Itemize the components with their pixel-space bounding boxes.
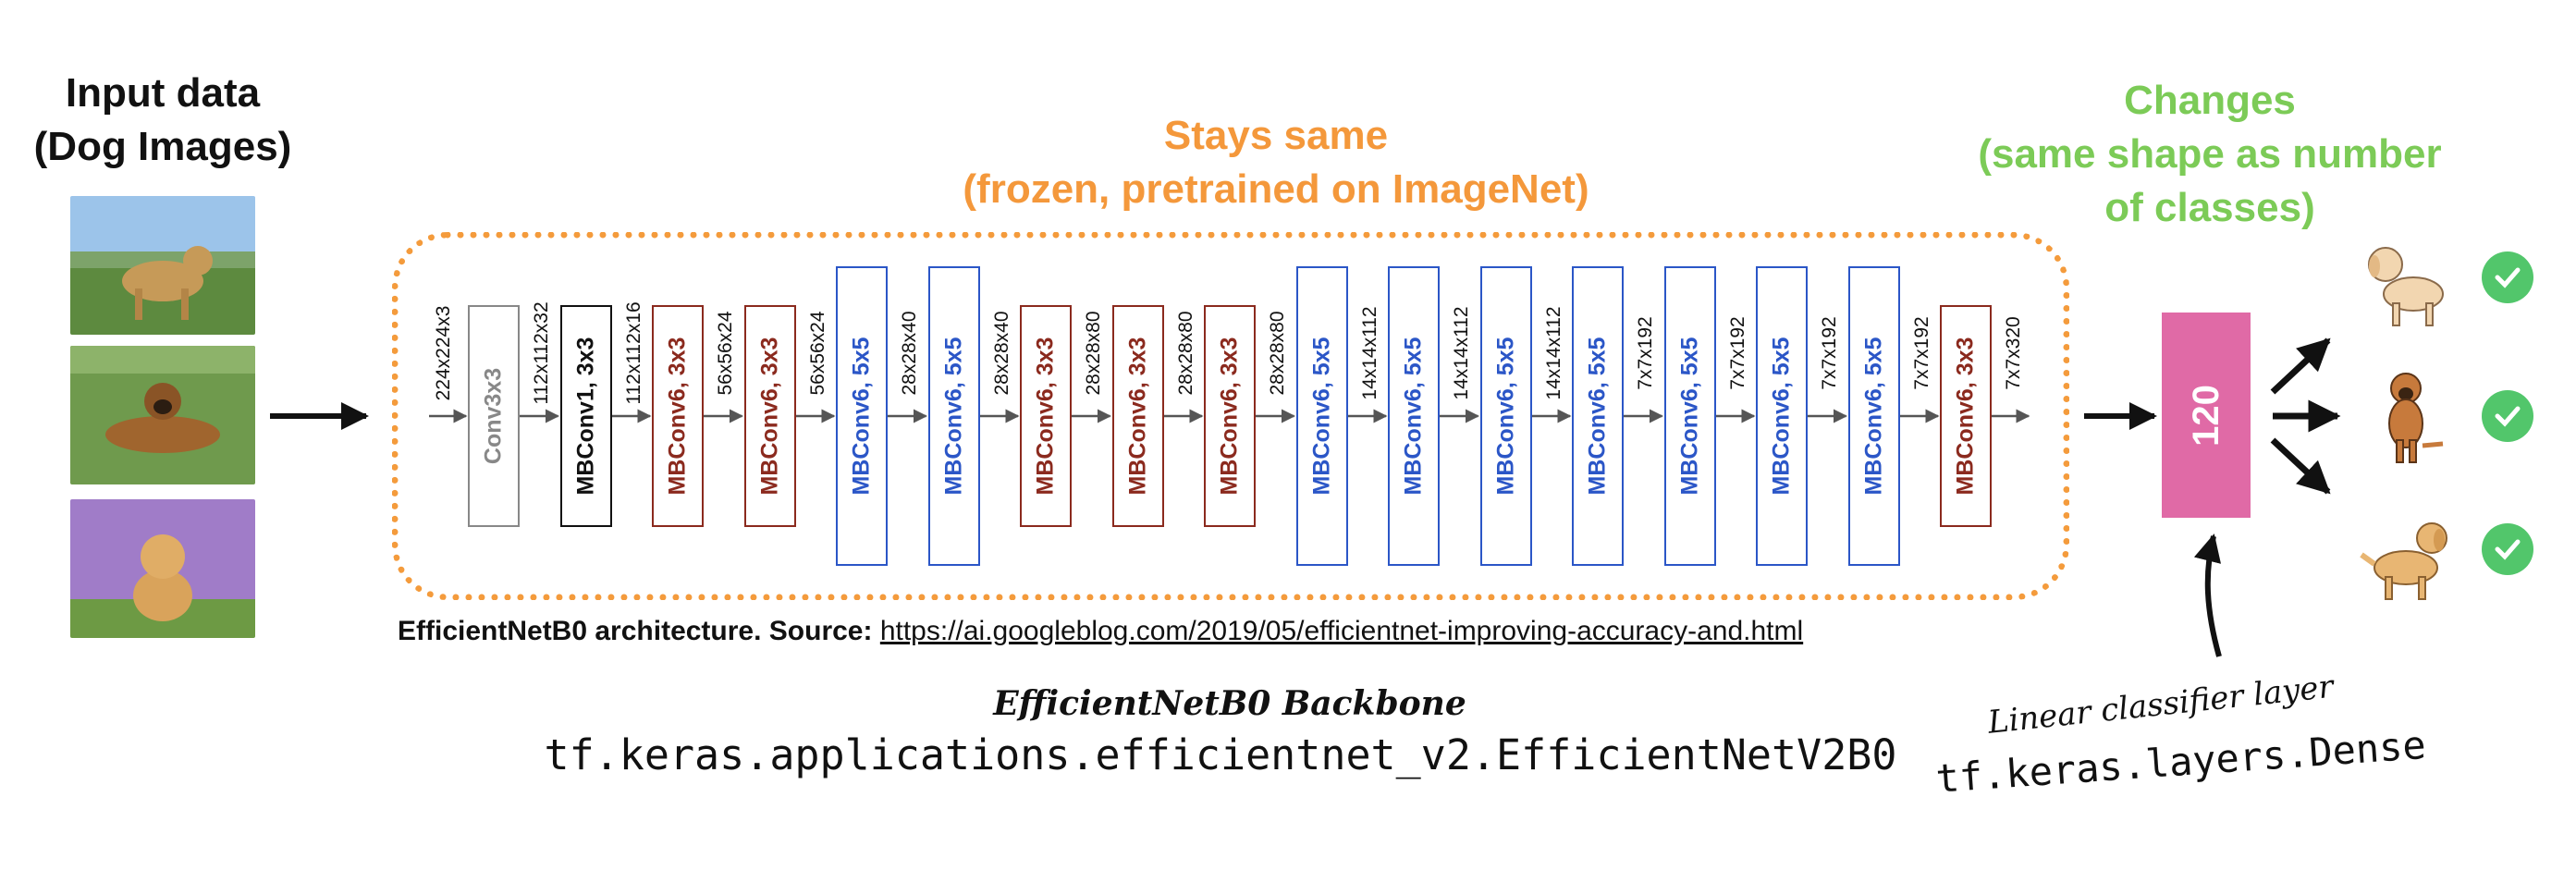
output-dim-label: 56x56x24 (715, 311, 736, 396)
layer-label: MBConv6, 3x3 (1032, 337, 1059, 496)
output-dim-label: 14x14x112 (1358, 306, 1380, 400)
output-dim-label: 7x7x192 (1726, 316, 1748, 390)
dog-illustration-icon (2365, 366, 2458, 468)
layer-label: MBConv6, 5x5 (1860, 337, 1886, 496)
layer-block: MBConv6, 3x3 (1020, 305, 1072, 527)
layer-block: MBConv6, 5x5 (1295, 266, 1348, 566)
source-link[interactable]: https://ai.googleblog.com/2019/05/effici… (879, 616, 1804, 646)
changes-title-line3: of classes) (2104, 185, 2315, 230)
dog-photo-1 (70, 196, 255, 335)
output-dim-label: 14x14x112 (1542, 306, 1564, 400)
dog-illustration-icon (2360, 229, 2452, 331)
layer-label: MBConv6, 3x3 (664, 337, 691, 496)
changes-title-line2: (same shape as number (1978, 131, 2442, 177)
output-dim-label: 7x7x192 (1635, 316, 1656, 390)
dense-units-value: 120 (2185, 384, 2226, 447)
stays-same-title: Stays same (frozen, pretrained on ImageN… (814, 109, 1738, 216)
layer-block: MBConv6, 3x3 (743, 305, 796, 527)
output-dim-label: 112x112x32 (531, 301, 552, 405)
layer-block: MBConv6, 5x5 (1572, 266, 1624, 566)
layer-block: MBConv6, 3x3 (652, 305, 704, 527)
dog-photo-2 (70, 346, 255, 484)
layer-block: MBConv6, 3x3 (1111, 305, 1164, 527)
layer-block: MBConv1, 3x3 (559, 305, 612, 527)
layer-block: MBConv6, 5x5 (1663, 266, 1716, 566)
layer-label: MBConv6, 3x3 (1952, 337, 1979, 496)
layer-label: MBConv6, 5x5 (1492, 337, 1518, 496)
stays-title-line2: (frozen, pretrained on ImageNet) (963, 166, 1589, 212)
dog-illustration-icon (2360, 503, 2452, 605)
layer-label: Conv3x3 (480, 367, 507, 465)
layer-label: MBConv6, 3x3 (756, 337, 782, 496)
linear-pointer-arrow (2193, 533, 2222, 657)
layer-block: MBConv6, 3x3 (1940, 305, 1992, 527)
changes-title: Changes (same shape as number of classes… (1932, 74, 2487, 235)
source-caption: EfficientNetB0 architecture. Source: htt… (398, 616, 1803, 647)
layer-label: MBConv6, 5x5 (1676, 337, 1702, 496)
layer-label: MBConv6, 3x3 (1216, 337, 1243, 496)
output-dim-label: 28x28x80 (1174, 311, 1196, 396)
frozen-backbone-box (392, 232, 2069, 600)
layer-block: MBConv6, 5x5 (1479, 266, 1532, 566)
layer-block: Conv3x3 (468, 305, 520, 527)
layer-label: MBConv6, 5x5 (1400, 337, 1427, 496)
output-dim-label: 14x14x112 (1451, 306, 1472, 400)
input-data-title: Input data (Dog Images) (0, 67, 325, 174)
layer-block: MBConv6, 5x5 (836, 266, 888, 566)
layer-label: MBConv6, 5x5 (1768, 337, 1795, 496)
output-dim-label: 28x28x80 (1083, 311, 1104, 396)
layer-label: MBConv6, 5x5 (848, 337, 875, 496)
layer-block: MBConv6, 5x5 (927, 266, 980, 566)
output-dim-label: 7x7x192 (1910, 316, 1932, 390)
dog-photo-3 (70, 499, 255, 638)
checkmark-icon (2482, 251, 2533, 303)
dense-to-class3-arrow (2270, 437, 2331, 495)
layer-label: MBConv6, 5x5 (1584, 337, 1611, 496)
output-dim-label: 7x7x320 (2003, 316, 2024, 390)
output-dim-label: 7x7x192 (1819, 316, 1840, 390)
input-title-line1: Input data (65, 70, 261, 116)
checkmark-icon (2482, 390, 2533, 442)
source-prefix: EfficientNetB0 architecture. Source: (398, 616, 873, 646)
checkmark-icon (2482, 523, 2533, 575)
dense-to-class1-arrow (2270, 337, 2331, 395)
stays-title-line1: Stays same (1163, 113, 1389, 158)
output-dim-label: 28x28x80 (1267, 311, 1288, 396)
output-dim-label: 28x28x40 (990, 311, 1012, 396)
output-dim-label: 56x56x24 (806, 311, 828, 396)
layer-block: MBConv6, 5x5 (1847, 266, 1900, 566)
layer-block: MBConv6, 5x5 (1756, 266, 1808, 566)
layer-label: MBConv6, 5x5 (940, 337, 966, 496)
layer-label: MBConv6, 3x3 (1124, 337, 1150, 496)
dense-layer-block: 120 (2162, 313, 2251, 518)
input-dim-label: 224x224x3 (433, 305, 454, 401)
layer-label: MBConv6, 5x5 (1308, 337, 1334, 496)
layer-block: MBConv6, 3x3 (1204, 305, 1256, 527)
backbone-code: tf.keras.applications.efficientnet_v2.Ef… (544, 730, 1897, 779)
output-dim-label: 112x112x16 (622, 301, 644, 405)
backbone-label: EfficientNetB0 Backbone (993, 684, 1466, 723)
changes-title-line1: Changes (2124, 78, 2296, 123)
input-title-line2: (Dog Images) (33, 124, 292, 169)
layer-block: MBConv6, 5x5 (1388, 266, 1440, 566)
layer-label: MBConv1, 3x3 (572, 337, 598, 496)
output-dim-label: 28x28x40 (899, 311, 920, 396)
